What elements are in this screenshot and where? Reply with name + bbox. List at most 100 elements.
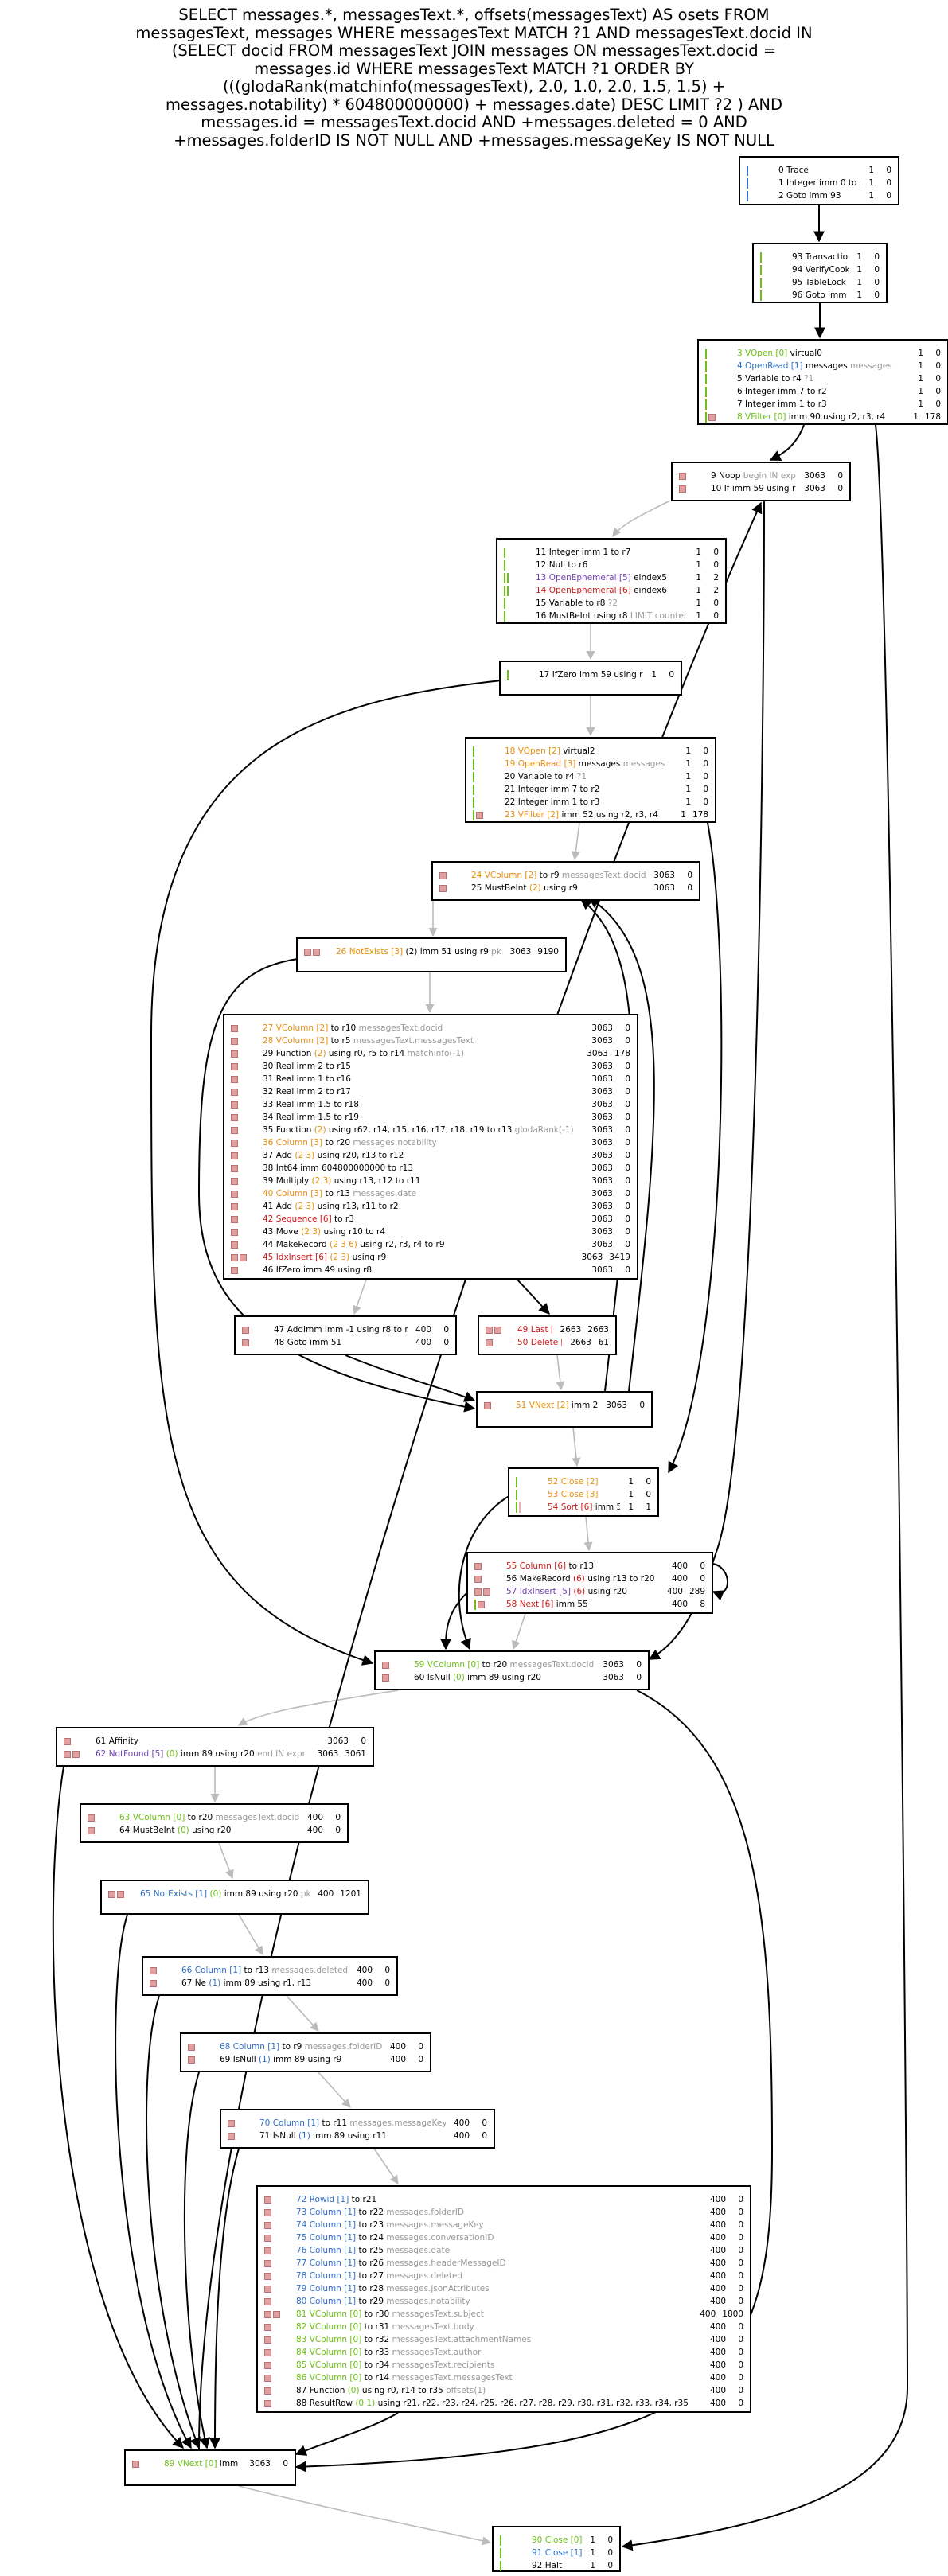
cost-count: 0 xyxy=(703,797,708,807)
opcode-text-segment: messagesText.docid xyxy=(358,1023,443,1033)
opcode-text-segment: messages.folderID xyxy=(304,2042,382,2052)
exec-count: 400 xyxy=(709,2271,726,2281)
row-markers xyxy=(231,1202,263,1210)
cost-count: 0 xyxy=(335,1826,341,1835)
opcode-text-segment: (0 1) xyxy=(355,2399,376,2408)
cost-block-marker xyxy=(304,948,311,956)
row-markers xyxy=(231,1164,263,1172)
opcode-text: 51 VNext [2] imm 24 xyxy=(516,1399,598,1412)
row-markers xyxy=(705,386,737,397)
exec-count: 3063 xyxy=(591,1087,613,1097)
cost-count: 0 xyxy=(443,1338,449,1347)
opcode-text-segment: (0) xyxy=(177,1826,189,1835)
jump-bar-marker xyxy=(516,1502,517,1513)
opcode-text-segment: to r20 xyxy=(479,1660,510,1670)
row-markers xyxy=(231,1062,263,1070)
cost-count: 0 xyxy=(703,746,708,756)
control-flow-edge xyxy=(318,2071,351,2108)
control-flow-edge xyxy=(115,1914,192,2449)
exec-count: 400 xyxy=(709,2360,726,2370)
opcode-row: 84 VColumn [0] to r33 messagesText.autho… xyxy=(264,2346,743,2359)
control-flow-edge xyxy=(517,1279,550,1315)
cost-count: 0 xyxy=(738,2271,743,2281)
opcode-text-segment: to r3 xyxy=(331,1214,354,1224)
opcode-text-segment: matchinfo(-1) xyxy=(407,1049,465,1058)
opcode-text-segment: messagesText.messagesText xyxy=(392,2373,513,2383)
cost-count: 0 xyxy=(607,2535,613,2545)
title-line: +messages.folderID IS NOT NULL AND +mess… xyxy=(174,131,774,150)
row-markers xyxy=(473,784,505,795)
opcode-text: 69 IsNull (1) imm 89 using r9 xyxy=(220,2053,382,2066)
opcode-text-segment: 40 Column [3] xyxy=(263,1189,323,1198)
exec-count: 1 xyxy=(696,573,701,583)
opcode-text-segment: (2) xyxy=(529,883,541,893)
opcode-text-segment: 92 Halt xyxy=(532,2561,563,2570)
opcode-text: 67 Ne (1) imm 89 using r1, r13 xyxy=(181,1977,349,1989)
opcode-text-segment: 50 Delete [6] xyxy=(517,1338,562,1347)
cost-block-marker xyxy=(264,2387,271,2395)
cost-count: 0 xyxy=(418,2042,423,2052)
cost-count: 0 xyxy=(874,278,880,287)
opcode-row: 74 Column [1] to r23 messages.messageKey… xyxy=(264,2219,743,2231)
opcode-row: 28 VColumn [2] to r5 messagesText.messag… xyxy=(231,1035,630,1047)
opcode-text-segment: 30 Real imm 2 to r15 xyxy=(263,1062,351,1071)
opcode-text-segment: ?1 xyxy=(576,772,587,781)
opcode-text-segment: using r13 to r20 xyxy=(584,1574,655,1584)
row-markers xyxy=(504,547,536,558)
opcode-row: 27 VColumn [2] to r10 messagesText.docid… xyxy=(231,1022,630,1035)
cost-block-marker xyxy=(264,2234,271,2242)
cost-count: 0 xyxy=(646,1477,651,1487)
cost-count: 0 xyxy=(384,1978,390,1988)
cost-count: 0 xyxy=(625,1023,630,1033)
opcode-text-segment: 88 ResultRow xyxy=(296,2399,356,2408)
exec-count: 400 xyxy=(671,1561,688,1571)
jump-bar-marker xyxy=(705,360,707,372)
row-markers xyxy=(679,485,711,493)
cost-block-marker xyxy=(231,1113,238,1121)
cost-count: 0 xyxy=(738,2246,743,2255)
row-markers xyxy=(108,1890,140,1898)
exec-count: 1 xyxy=(696,598,701,608)
cost-count: 2663 xyxy=(587,1325,609,1335)
exec-count: 3063 xyxy=(591,1100,613,1109)
control-flow-edge xyxy=(587,897,655,1392)
row-markers xyxy=(439,884,471,892)
opcode-text-segment: messagesText.docid xyxy=(509,1660,595,1670)
row-markers xyxy=(500,2547,532,2558)
opcode-text-segment: 11 Integer imm 1 to r7 xyxy=(536,548,631,557)
cost-block-marker xyxy=(240,1253,247,1261)
row-markers xyxy=(474,1575,506,1583)
exec-count: 400 xyxy=(709,2348,726,2357)
opcode-row: 29 Function (2) using r0, r5 to r14 matc… xyxy=(231,1047,630,1060)
opcode-text-segment: messages.headerMessageID xyxy=(386,2258,506,2268)
exec-count: 3063 xyxy=(603,1660,624,1670)
cost-count: 1800 xyxy=(722,2309,743,2319)
opcode-text: 70 Column [1] to r11 messages.messageKey xyxy=(259,2117,446,2130)
control-flow-edge xyxy=(353,1279,367,1315)
jump-bar-marker xyxy=(474,1599,476,1610)
opcode-text: 61 Affinity xyxy=(96,1735,319,1748)
opcode-row: 79 Column [1] to r28 messages.jsonAttrib… xyxy=(264,2282,743,2295)
opcode-text-segment: 36 Column [3] xyxy=(263,1138,323,1148)
cost-count: 0 xyxy=(283,2459,288,2469)
exec-count: 1 xyxy=(856,290,862,300)
cost-count: 178 xyxy=(614,1049,630,1058)
opcode-text: 93 Transaction xyxy=(792,251,849,263)
cost-block-marker xyxy=(382,1674,389,1682)
opcode-text: 58 Next [6] imm 55 xyxy=(506,1598,664,1611)
row-markers xyxy=(760,251,792,263)
opcode-text-segment: messages.messageKey xyxy=(386,2220,484,2230)
opcode-text-segment: ?1 xyxy=(804,374,814,384)
opcode-text: 48 Goto imm 51 xyxy=(274,1336,408,1349)
